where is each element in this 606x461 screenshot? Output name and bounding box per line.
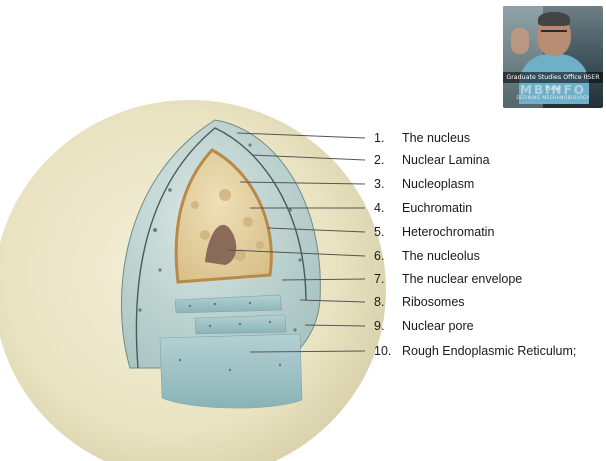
label-text: The nucleus [402, 131, 470, 145]
participant-name: Graduate Studies Office IISER Pune [503, 72, 603, 83]
label-number: 4. [374, 201, 384, 215]
presenter-hair [538, 12, 570, 26]
label-number: 3. [374, 177, 384, 191]
webcam-video-tile[interactable]: Graduate Studies Office IISER Pune MBINF… [503, 6, 603, 108]
label-number: 1. [374, 131, 384, 145]
label-number: 5. [374, 225, 384, 239]
label-text: The nuclear envelope [402, 272, 522, 286]
label-text: Euchromatin [402, 201, 472, 215]
label-text: Nuclear pore [402, 319, 474, 333]
label-text: Rough Endoplasmic Reticulum; [402, 344, 576, 358]
label-text: Ribosomes [402, 295, 465, 309]
label-number: 9. [374, 319, 384, 333]
label-number: 6. [374, 249, 384, 263]
brand-logo-text: MBINFO [503, 84, 603, 96]
presenter-hand [511, 28, 529, 54]
label-number: 2. [374, 153, 384, 167]
label-number: 10. [374, 344, 391, 358]
label-text: Nucleoplasm [402, 177, 474, 191]
label-text: Nuclear Lamina [402, 153, 490, 167]
brand-logo: MBINFO DEFINING MECHANOBIOLOGY [503, 84, 603, 106]
presenter-glasses [541, 30, 567, 38]
label-number: 7. [374, 272, 384, 286]
label-number: 8. [374, 295, 384, 309]
label-text: The nucleolus [402, 249, 480, 263]
label-text: Heterochromatin [402, 225, 494, 239]
